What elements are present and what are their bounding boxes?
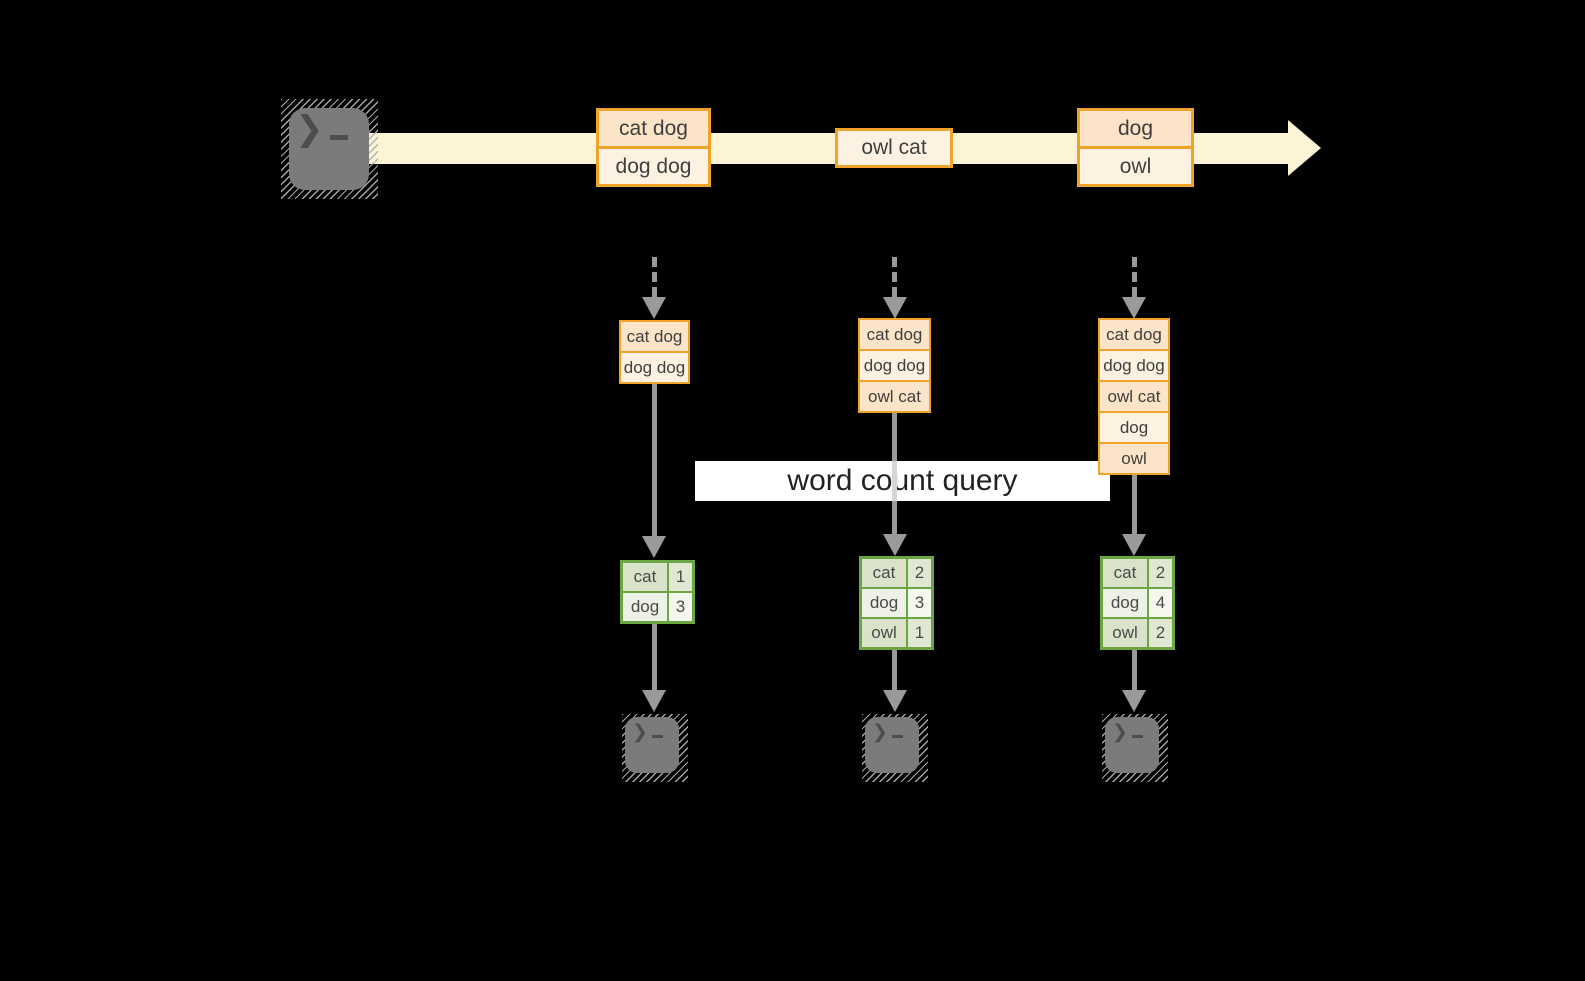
record: cat dog	[860, 320, 929, 349]
record: cat dog	[621, 322, 688, 351]
prompt-underscore	[891, 735, 903, 738]
query-arrow-3	[1132, 475, 1137, 534]
sink-terminal-3-icon: ❯	[1102, 714, 1168, 782]
sink-arrow-1	[652, 624, 657, 690]
terminal-prompt-icon: ❯	[295, 112, 348, 146]
stream-arrowhead-icon	[1288, 120, 1321, 176]
record: owl cat	[1100, 382, 1168, 411]
dashed-arrowhead-1-icon	[642, 297, 666, 319]
prompt-chevron: ❯	[1112, 722, 1128, 743]
query-arrowhead-3-icon	[1122, 534, 1146, 556]
query-arrow-2-through-label	[892, 461, 897, 501]
query-label: word count query	[695, 461, 1110, 501]
terminal-body	[289, 108, 369, 190]
sink-arrowhead-2-icon	[883, 690, 907, 712]
record: dog dog	[621, 353, 688, 382]
record: cat dog	[1100, 320, 1168, 349]
source-terminal-icon: ❯	[281, 99, 378, 199]
count-cell: 1	[908, 619, 931, 647]
result-table-1: cat 1 dog 3	[620, 560, 695, 624]
sink-arrow-2	[892, 650, 897, 690]
sink-arrowhead-3-icon	[1122, 690, 1146, 712]
count-cell: 2	[908, 559, 931, 587]
result-table-3: cat 2 dog 4 owl 2	[1100, 556, 1175, 650]
terminal-prompt-icon: ❯	[632, 723, 663, 742]
query-arrowhead-2-icon	[883, 534, 907, 556]
dashed-arrowhead-2-icon	[883, 297, 907, 319]
prompt-underscore	[651, 735, 663, 738]
word-cell: owl	[862, 619, 906, 647]
word-cell: cat	[623, 563, 667, 591]
sink-terminal-2-icon: ❯	[862, 714, 928, 782]
input-stack-3: cat dog dog dog owl cat dog owl	[1098, 318, 1170, 475]
query-arrowhead-1-icon	[642, 536, 666, 558]
count-cell: 3	[669, 593, 692, 621]
record: dog	[1080, 111, 1191, 146]
dashed-arrowhead-3-icon	[1122, 297, 1146, 319]
dashed-arrow-3	[1132, 257, 1137, 297]
record: owl	[1080, 149, 1191, 184]
stream-batch-2: owl cat	[835, 128, 953, 168]
word-cell: cat	[862, 559, 906, 587]
sink-terminal-1-icon: ❯	[622, 714, 688, 782]
record: dog dog	[599, 149, 708, 184]
word-cell: cat	[1103, 559, 1147, 587]
terminal-prompt-icon: ❯	[872, 723, 903, 742]
count-cell: 2	[1149, 559, 1172, 587]
record: owl	[1100, 444, 1168, 473]
record: dog dog	[1100, 351, 1168, 380]
word-cell: dog	[862, 589, 906, 617]
sink-arrow-3	[1132, 650, 1137, 690]
query-arrow-1	[652, 384, 657, 536]
stream-batch-1: cat dog dog dog	[596, 108, 711, 187]
word-cell: owl	[1103, 619, 1147, 647]
terminal-body	[1105, 717, 1159, 773]
prompt-chevron: ❯	[872, 722, 888, 743]
dashed-arrow-2	[892, 257, 897, 297]
record: owl cat	[838, 131, 950, 165]
word-cell: dog	[623, 593, 667, 621]
record: cat dog	[599, 111, 708, 146]
record: owl cat	[860, 382, 929, 411]
record: dog	[1100, 413, 1168, 442]
count-cell: 3	[908, 589, 931, 617]
dashed-arrow-1	[652, 257, 657, 297]
prompt-chevron: ❯	[632, 722, 648, 743]
prompt-underscore	[1131, 735, 1143, 738]
result-table-2: cat 2 dog 3 owl 1	[859, 556, 934, 650]
input-stack-2: cat dog dog dog owl cat	[858, 318, 931, 413]
terminal-body	[625, 717, 679, 773]
prompt-underscore	[329, 135, 348, 140]
terminal-body	[865, 717, 919, 773]
stream-batch-3: dog owl	[1077, 108, 1194, 187]
input-stack-1: cat dog dog dog	[619, 320, 690, 384]
prompt-chevron: ❯	[295, 110, 324, 148]
terminal-prompt-icon: ❯	[1112, 723, 1143, 742]
count-cell: 1	[669, 563, 692, 591]
sink-arrowhead-1-icon	[642, 690, 666, 712]
count-cell: 4	[1149, 589, 1172, 617]
word-cell: dog	[1103, 589, 1147, 617]
record: dog dog	[860, 351, 929, 380]
count-cell: 2	[1149, 619, 1172, 647]
